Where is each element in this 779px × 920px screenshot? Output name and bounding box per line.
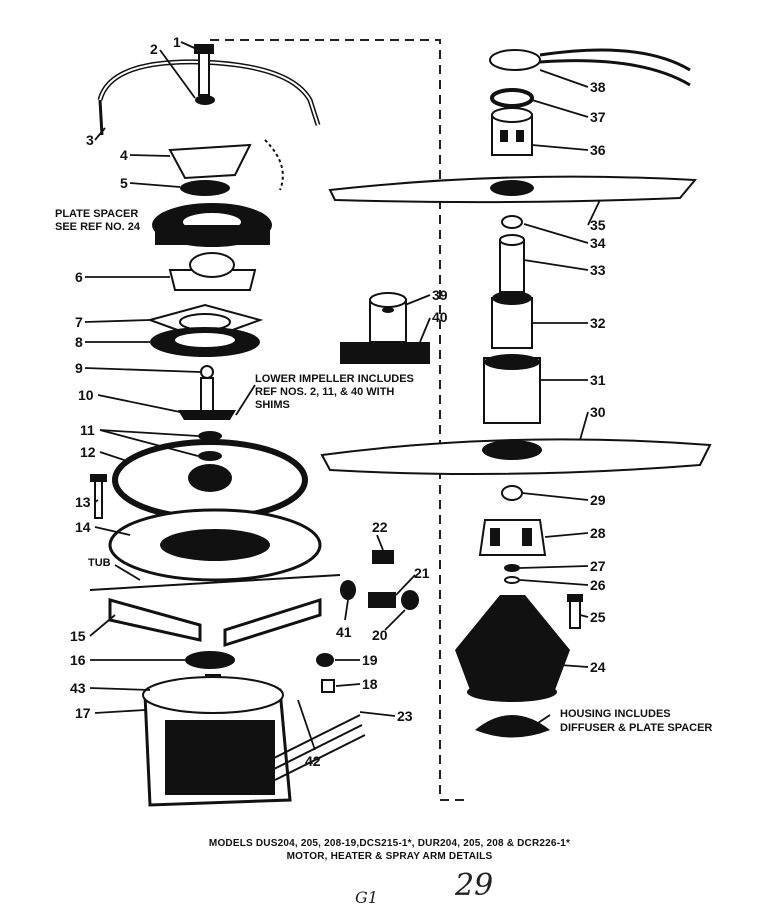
diffuser-screen [475,715,550,738]
callout-2: 2 [150,41,158,57]
callout-19: 19 [362,652,378,668]
caption-title: MOTOR, HEATER & SPRAY ARM DETAILS [286,851,493,862]
washer-part [195,95,215,105]
handwritten-page-number: 29 [455,868,494,903]
callout-4: 4 [120,147,128,163]
callout-20: 20 [372,627,388,643]
callout-6: 6 [75,269,83,285]
note-impeller-2: REF NOS. 2, 11, & 40 WITH [255,386,394,398]
ring-37 [490,88,534,108]
callout-22: 22 [372,519,388,535]
callout-16: 16 [70,652,86,668]
callout-40: 40 [432,309,448,325]
note-plate-spacer-2: SEE REF NO. 24 [55,221,141,233]
callout-labels: 1 2 3 4 5 6 7 8 9 10 11 12 13 14 15 16 4… [70,34,606,769]
note-tub: TUB [88,557,111,569]
callout-41: 41 [336,624,352,640]
callout-13: 13 [75,494,91,510]
shim-part [198,431,222,441]
annotation-notes: PLATE SPACER SEE REF NO. 24 LOWER IMPELL… [55,208,712,734]
callout-25: 25 [590,609,606,625]
callout-5: 5 [120,175,128,191]
callout-34: 34 [590,235,606,251]
tub-bracket [108,598,202,642]
callout-24: 24 [590,659,606,675]
lower-impeller [178,410,236,420]
caption-models: MODELS DUS204, 205, 208-19,DCS215-1*, DU… [208,838,571,849]
callout-32: 32 [590,315,606,331]
callout-37: 37 [590,109,606,125]
callout-42: 42 [305,753,321,769]
note-housing-2: DIFFUSER & PLATE SPACER [560,722,712,734]
callout-18: 18 [362,676,378,692]
callout-21: 21 [414,565,430,581]
callout-7: 7 [75,314,83,330]
note-impeller-3: SHIMS [255,399,290,411]
screw-part [321,679,335,693]
handwritten-page-code: G1 [355,888,378,907]
cover-part [168,143,252,180]
note-plate-spacer-1: PLATE SPACER [55,208,138,220]
callout-38: 38 [590,79,606,95]
callout-28: 28 [590,525,606,541]
gear-part [180,180,230,196]
callout-31: 31 [590,372,606,388]
impeller-shaft [200,377,214,414]
callout-23: 23 [397,708,413,724]
callout-14: 14 [75,519,91,535]
callout-11: 11 [80,422,95,438]
callout-39: 39 [432,287,448,303]
tube-33 [499,239,525,293]
callout-17: 17 [75,705,91,721]
tube-32 [491,297,533,349]
callout-29: 29 [590,492,606,508]
leader-lines [84,41,601,751]
callout-26: 26 [590,577,606,593]
callout-43: 43 [70,680,86,696]
callout-9: 9 [75,360,83,376]
block-40 [340,342,430,364]
guide-frame [210,39,470,801]
callout-35: 35 [590,217,606,233]
bolt-part [198,49,210,96]
bushing-part [372,550,394,564]
callout-8: 8 [75,334,83,350]
supply-tube [489,49,541,71]
callout-15: 15 [70,628,86,644]
callout-12: 12 [80,444,96,460]
pump-housing [455,595,570,690]
coupler-part [185,651,235,669]
callout-30: 30 [590,404,606,420]
callout-36: 36 [590,142,606,158]
note-impeller-1: LOWER IMPELLER INCLUDES [255,373,414,385]
callout-33: 33 [590,262,606,278]
callout-3: 3 [86,132,94,148]
callout-1: 1 [173,34,181,50]
note-housing-1: HOUSING INCLUDES [560,708,671,720]
diffuser-28 [478,519,547,556]
callout-10: 10 [78,387,94,403]
callout-27: 27 [590,558,606,574]
